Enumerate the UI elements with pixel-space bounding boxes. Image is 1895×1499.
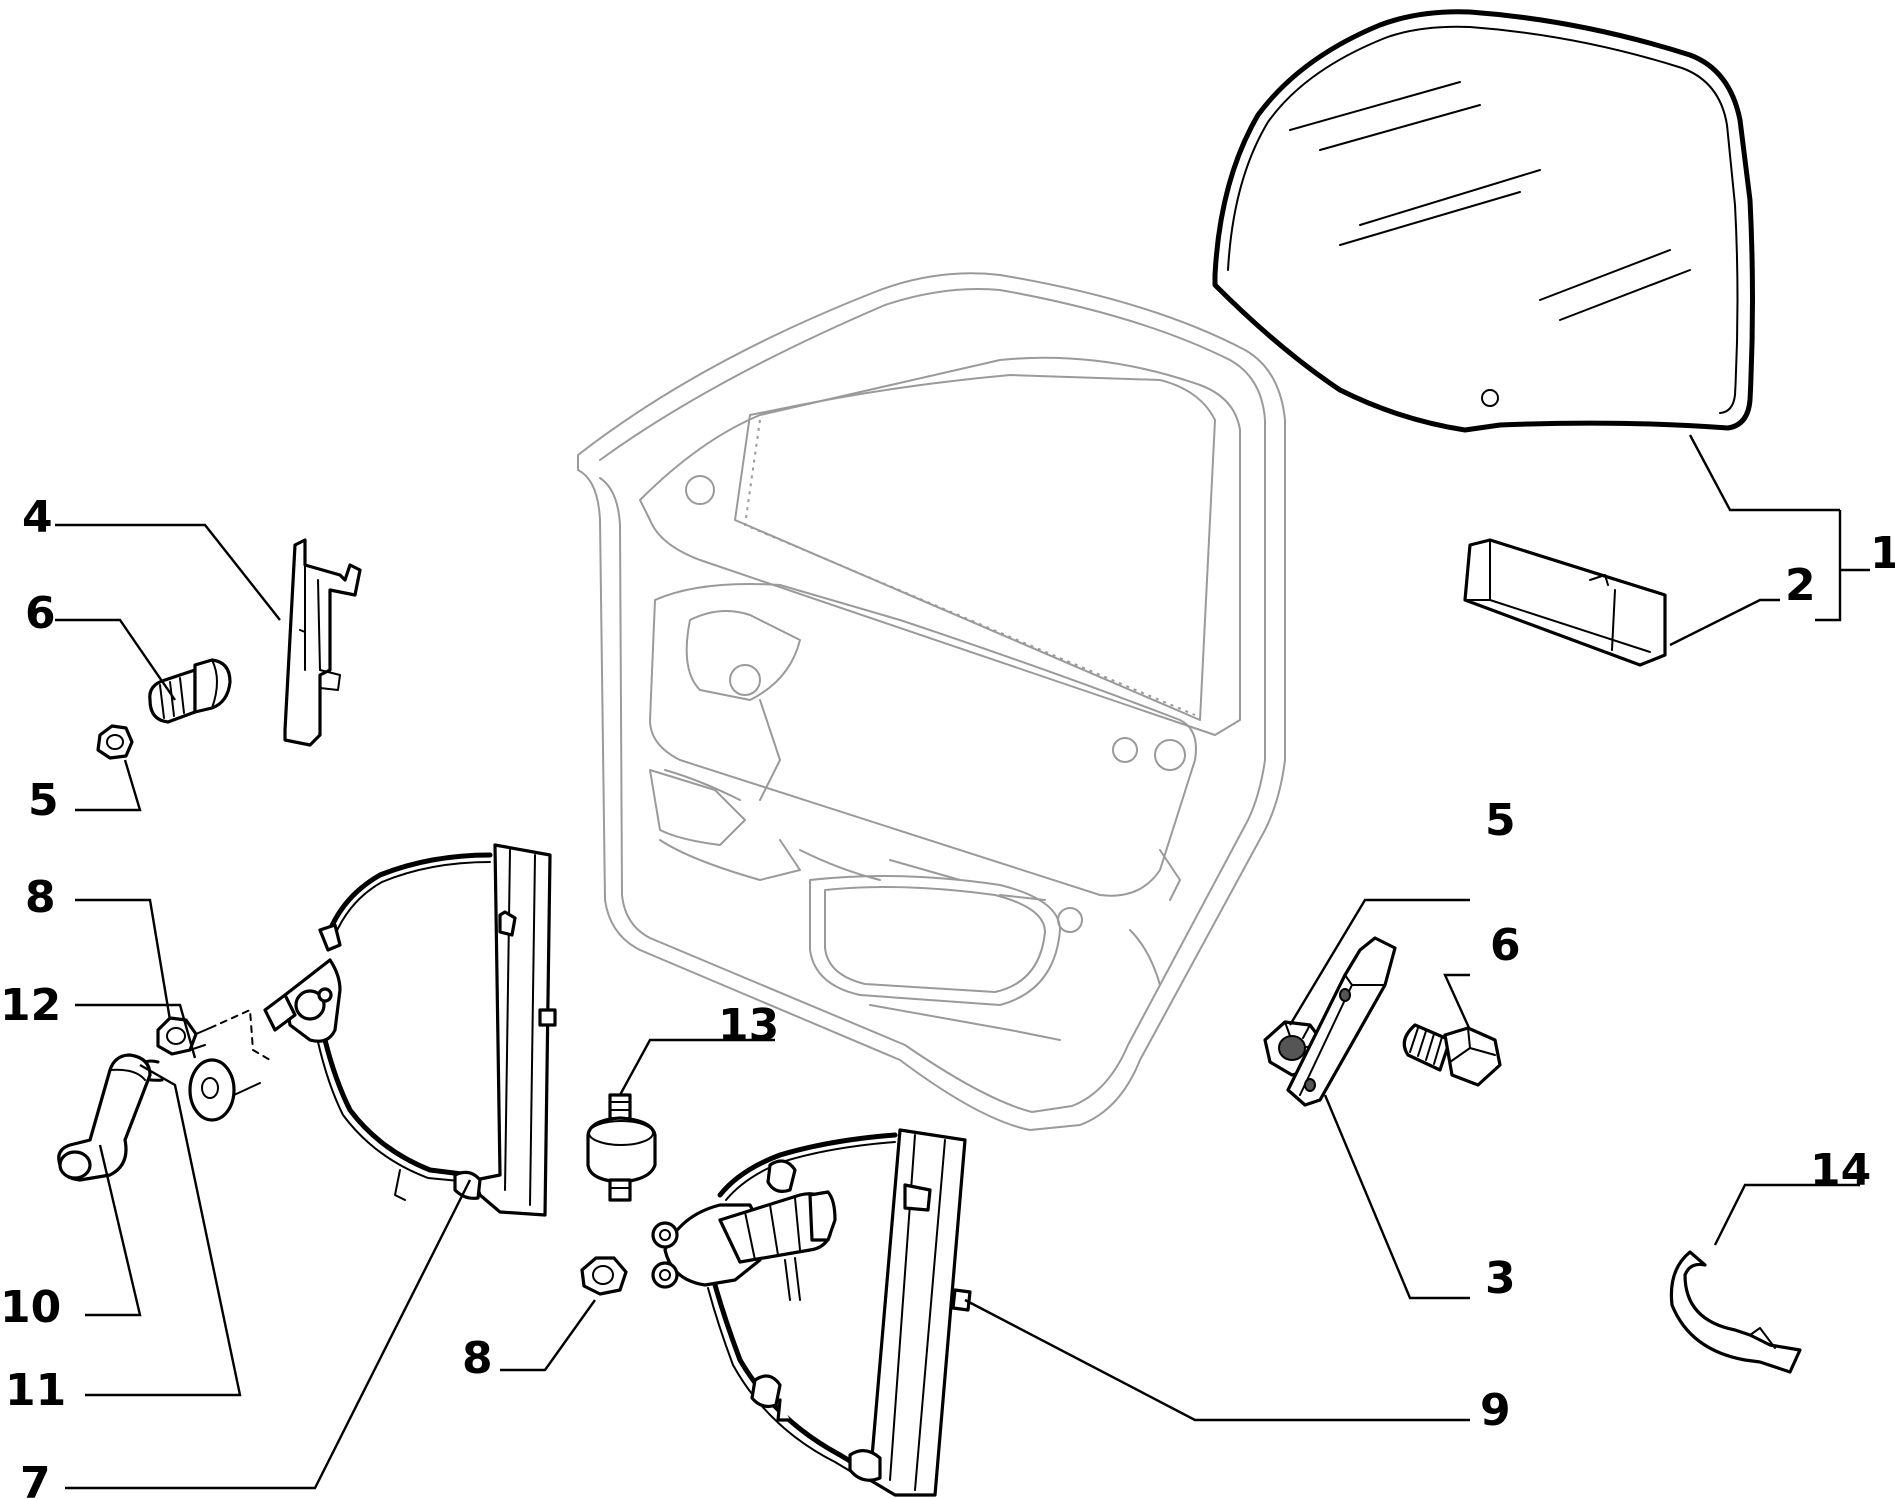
glass-channel	[1463, 538, 1667, 667]
regulator-bracket-left	[283, 538, 362, 747]
callout-7: 7	[20, 1458, 51, 1499]
callout-5-left: 5	[28, 775, 59, 826]
callout-6-right: 6	[1490, 920, 1521, 971]
window-crank-handle	[57, 1053, 152, 1182]
callout-9: 9	[1480, 1385, 1511, 1436]
callout-14: 14	[1810, 1145, 1871, 1196]
leader-lines	[55, 434, 1870, 1490]
electric-window-regulator	[651, 1128, 972, 1497]
window-glass	[1212, 9, 1755, 433]
callout-1: 1	[1870, 528, 1895, 579]
bolt-right	[1402, 1023, 1502, 1087]
flange-nut-lower	[580, 1256, 628, 1296]
callout-8-lower: 8	[462, 1333, 493, 1384]
rubber-mount	[586, 1093, 657, 1202]
washer	[188, 1058, 261, 1122]
nut-left	[96, 724, 134, 760]
callout-6-left: 6	[25, 588, 56, 639]
callout-labels: 1 2 3 4 5 5 6 6 7 8 8 9 10 11 12 13 14	[0, 492, 1895, 1499]
callout-5-right: 5	[1485, 795, 1516, 846]
manual-window-regulator	[263, 843, 557, 1217]
mounting-bracket-right	[1286, 936, 1397, 1107]
door-shell	[577, 272, 1286, 1131]
bolt-left	[148, 658, 232, 724]
removal-tool	[1669, 1250, 1802, 1374]
callout-8-upper: 8	[25, 872, 56, 923]
callout-13: 13	[718, 1000, 779, 1051]
callout-4: 4	[22, 492, 53, 543]
callout-2: 2	[1785, 560, 1816, 611]
callout-11: 11	[5, 1365, 66, 1416]
callout-10: 10	[0, 1282, 61, 1333]
callout-3: 3	[1485, 1253, 1516, 1304]
callout-12: 12	[0, 980, 61, 1031]
